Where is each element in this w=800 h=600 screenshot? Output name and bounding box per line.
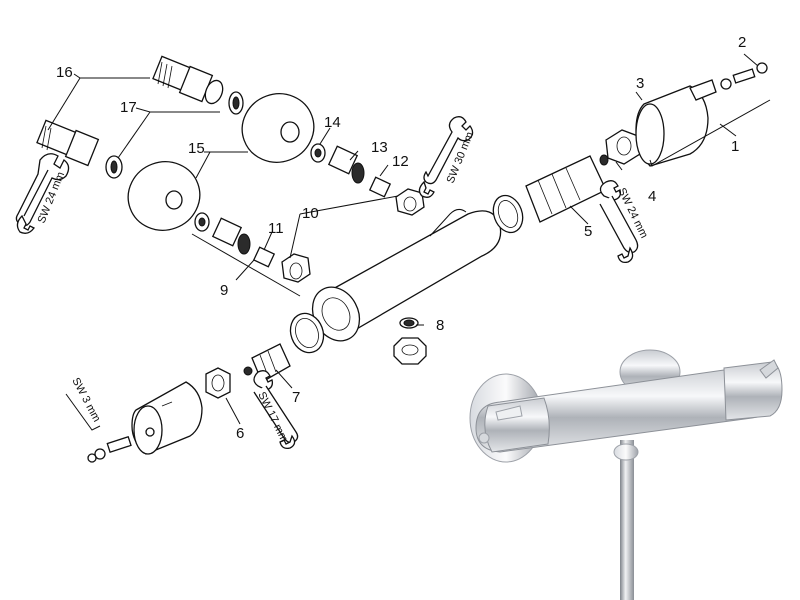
wrench-icon-sw17	[253, 370, 299, 450]
wrench-icon-sw24-right	[599, 180, 639, 264]
callout-8: 8	[436, 317, 444, 334]
allen-key-icon	[65, 393, 101, 431]
part-4-locking-nut	[605, 129, 641, 165]
part-6-adapter	[205, 367, 231, 399]
callout-12: 12	[392, 153, 409, 170]
flow-lever	[495, 405, 523, 421]
wrench-icon-sw24-left	[15, 153, 70, 234]
o-ring-main-body	[289, 312, 325, 354]
callout-4: 4	[648, 188, 656, 205]
callout-6: 6	[236, 425, 244, 442]
callout-11: 11	[268, 220, 284, 237]
thermostat-body	[311, 208, 502, 342]
callout-1: 1	[731, 138, 739, 155]
part-10-union-nut-lower	[281, 253, 311, 283]
wrench-icon-sw30	[418, 116, 474, 198]
flow-handle-cap	[478, 432, 490, 444]
part-14-washer-upper	[310, 143, 326, 163]
callout-9: 9	[220, 282, 228, 299]
handle-screw-lower	[87, 435, 132, 463]
flow-handle-photo	[484, 397, 550, 453]
part-9-check-valve-lower	[194, 212, 251, 255]
callout-15: 15	[188, 140, 205, 157]
part-3-thermostat-handle	[635, 79, 717, 167]
callout-10: 10	[302, 205, 319, 222]
part-15-cover-rosette-lower	[127, 161, 201, 231]
part-12-filter-upper	[368, 176, 392, 198]
wrench-label-sw3: SW 3 mm	[69, 376, 102, 424]
temperature-lever	[759, 359, 779, 379]
part-16-s-union-upper	[152, 55, 244, 115]
callout-7: 7	[292, 389, 300, 406]
callout-14: 14	[324, 114, 341, 131]
flow-handle	[131, 381, 203, 455]
part-2-handle-screw	[720, 62, 768, 90]
callout-13: 13	[371, 139, 388, 156]
product-photo-thermostat-mixer	[469, 349, 783, 600]
callout-5: 5	[584, 223, 592, 240]
callout-2: 2	[738, 34, 746, 51]
callout-labels: 1 2 3 4 5 6 7 8 9 10 11 12 13 14 15 16 1…	[56, 34, 746, 442]
leader-lines	[47, 53, 771, 425]
part-13-check-valve-upper	[327, 145, 365, 184]
outlet-nut	[613, 443, 639, 461]
callout-3: 3	[636, 75, 644, 92]
shower-pipe	[620, 440, 634, 600]
part-8-outlet-adapter	[393, 317, 427, 365]
part-15-cover-rosette-upper	[241, 93, 315, 163]
callout-17: 17	[120, 99, 137, 116]
callout-16: 16	[56, 64, 73, 81]
part-11-filter-lower	[252, 246, 276, 268]
part-10-union-nut-upper	[395, 188, 425, 216]
